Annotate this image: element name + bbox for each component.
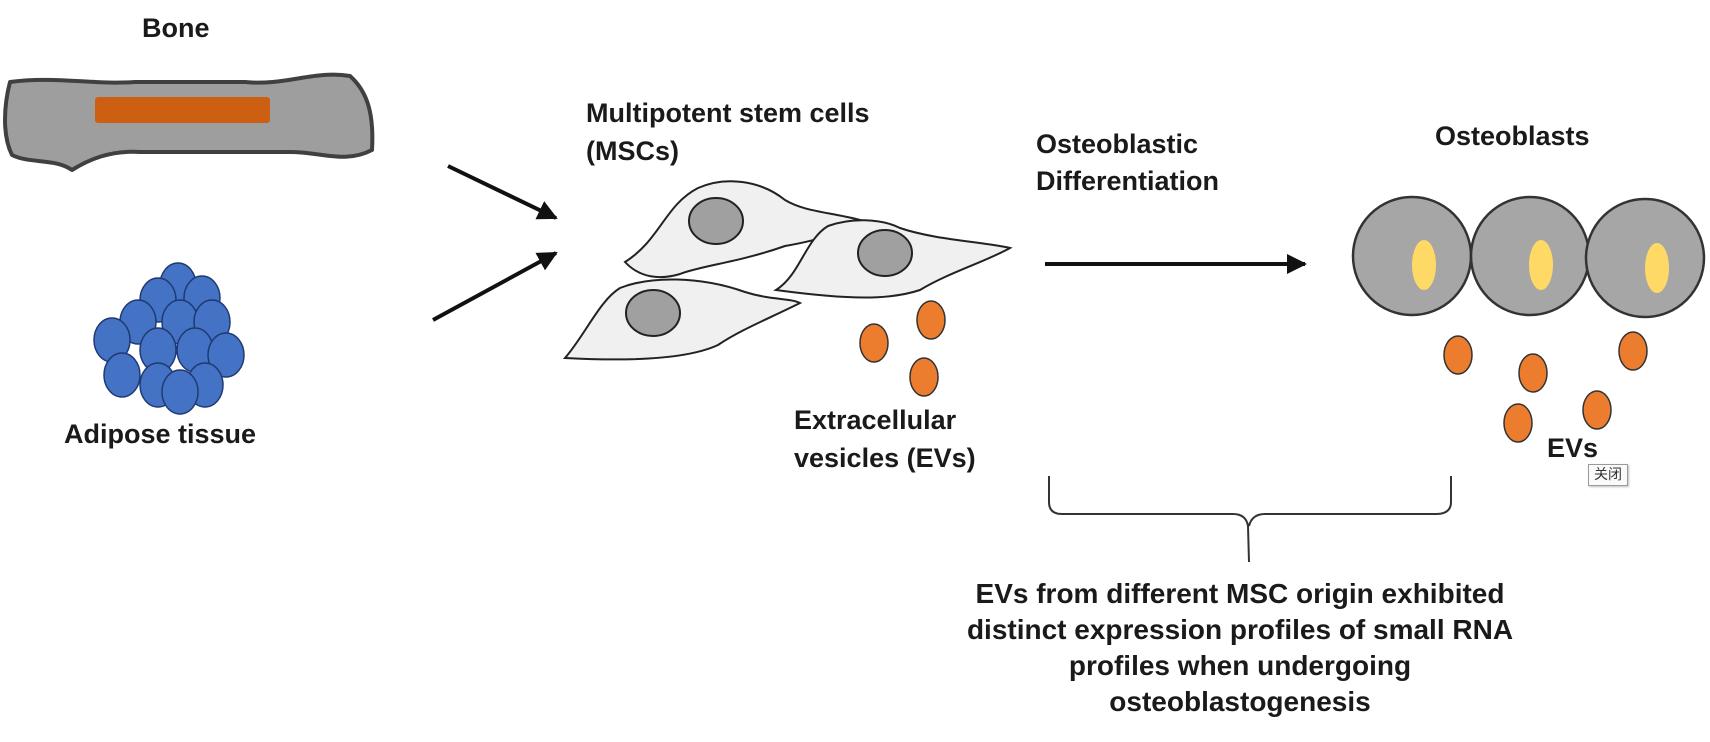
vesicle-dot bbox=[1618, 331, 1648, 371]
vesicle-dot bbox=[909, 357, 939, 397]
conclusion-text: EVs from different MSC origin exhibited … bbox=[920, 576, 1560, 720]
vesicle-dot bbox=[1443, 335, 1473, 375]
conclusion-line4: osteoblastogenesis bbox=[1109, 686, 1371, 717]
differentiation-label-line1: Osteoblastic bbox=[1036, 129, 1199, 159]
adipocyte-cluster-illustration bbox=[93, 262, 245, 415]
bone-illustration bbox=[3, 72, 375, 172]
vesicle-dot bbox=[859, 323, 889, 363]
msc-evs bbox=[859, 300, 946, 397]
vesicle-dot bbox=[1518, 353, 1548, 393]
conclusion-line3: profiles when undergoing bbox=[1068, 650, 1412, 681]
bone-label: Bone bbox=[142, 13, 210, 43]
vesicle-dot bbox=[916, 300, 946, 340]
msc-label-line1: Multipotent stem cells bbox=[586, 98, 870, 128]
osteoblast-evs bbox=[1443, 331, 1648, 443]
vesicle-dot bbox=[1503, 403, 1533, 443]
close-button[interactable]: 关闭 bbox=[1588, 464, 1628, 486]
osteoblast-cell-illustration bbox=[1351, 195, 1706, 319]
ev-label-line2: vesicles (EVs) bbox=[794, 443, 976, 473]
bone-to-msc-arrow bbox=[447, 164, 558, 220]
conclusion-line1: EVs from different MSC origin exhibited bbox=[975, 578, 1505, 609]
ev-label-line1: Extracellular bbox=[794, 405, 957, 435]
osteoblast-evs-label: EVs bbox=[1547, 433, 1599, 463]
adipose-to-msc-arrow bbox=[432, 251, 558, 322]
stem-cell-illustration bbox=[562, 180, 1013, 361]
differentiation-label-line2: Differentiation bbox=[1036, 166, 1220, 196]
adipose-label: Adipose tissue bbox=[64, 419, 257, 449]
vesicle-dot bbox=[1582, 390, 1612, 430]
conclusion-line2: distinct expression profiles of small RN… bbox=[966, 614, 1514, 645]
osteoblasts-label: Osteoblasts bbox=[1435, 121, 1590, 151]
msc-label-line2: (MSCs) bbox=[586, 136, 679, 166]
grouping-brace bbox=[1048, 476, 1452, 563]
